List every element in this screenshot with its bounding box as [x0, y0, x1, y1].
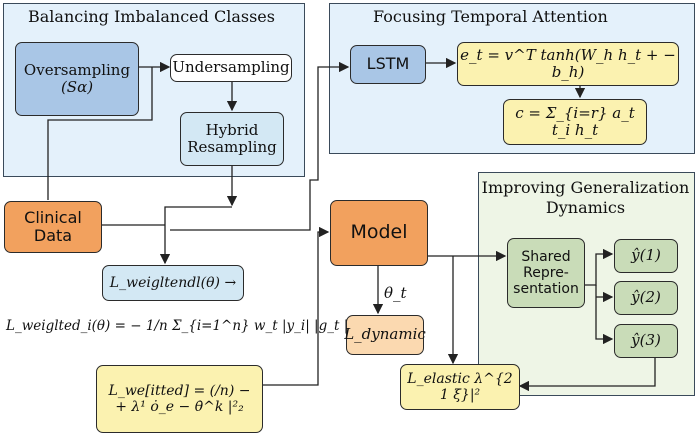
theta-label: θ_t	[384, 284, 407, 302]
elastic-loss-text: L_elastic λ^{2 1 ξ}|²	[407, 370, 513, 403]
output-1-node: ŷ(1)	[614, 239, 678, 273]
context-vector-text: c = Σ_{i=r} a_t t_i h_t	[515, 103, 635, 139]
oversampling-param: (Sα)	[60, 78, 94, 96]
oversampling-node: Oversampling (Sα)	[15, 42, 139, 116]
elastic-loss-node: L_elastic λ^{2 1 ξ}|²	[400, 364, 520, 410]
shared-representation-node: Shared Repre- sentation	[507, 238, 585, 308]
output-1-label: ŷ(1)	[631, 246, 661, 265]
balancing-panel-title: Balancing Imbalanced Classes	[28, 7, 275, 26]
lstm-node: LSTM	[350, 45, 426, 84]
output-3-label: ŷ(3)	[631, 331, 661, 350]
hybrid-label-line2: Resampling	[187, 138, 277, 156]
shared-label-line1: Shared	[521, 248, 571, 265]
clinical-label-line2: Data	[33, 226, 73, 245]
generalization-title-line2: Dynamics	[545, 198, 626, 217]
weighted-loss-formula: L_weiglted_i(θ) = − 1/n Σ_{i=1^n} w_t |y…	[6, 318, 406, 334]
weighted-param-line2: + λ¹ ȯ_e − θ̇^k |²₂	[115, 399, 244, 415]
model-label: Model	[350, 221, 408, 244]
hybrid-resampling-node: Hybrid Resampling	[180, 112, 284, 166]
clinical-data-node: Clinical Data	[4, 201, 102, 253]
oversampling-label: Oversampling	[23, 60, 131, 79]
output-2-node: ŷ(2)	[614, 281, 678, 315]
weighted-param-line1: L_we[itted] = (/n) −	[108, 382, 251, 399]
generalization-panel-title: Improving Generalization Dynamics	[478, 178, 693, 218]
generalization-title-line1: Improving Generalization	[481, 178, 690, 197]
weighted-loss-node: L_weigltendl(θ) →	[102, 265, 244, 301]
shared-label-line3: sentation	[513, 281, 579, 298]
dynamic-loss-text: L_dynamic	[344, 325, 426, 344]
undersampling-node: Undersampling	[170, 54, 292, 82]
hybrid-label-line1: Hybrid	[205, 120, 259, 139]
output-2-label: ŷ(2)	[631, 288, 661, 307]
weighted-param-node: L_we[itted] = (/n) − + λ¹ ȯ_e − θ̇^k |²₂	[96, 365, 263, 433]
lstm-label: LSTM	[366, 54, 410, 74]
attention-score-equation: e_t = v^T tanh(W_h h_t + − b_h)	[457, 42, 679, 86]
context-vector-equation: c = Σ_{i=r} a_t t_i h_t	[503, 99, 647, 145]
shared-label-line2: Repre-	[523, 264, 569, 281]
temporal-panel-title: Focusing Temporal Attention	[373, 7, 608, 26]
model-node: Model	[330, 200, 428, 266]
weighted-loss-text: L_weigltendl(θ) →	[109, 274, 237, 291]
undersampling-label: Undersampling	[172, 58, 290, 77]
output-3-node: ŷ(3)	[614, 324, 678, 358]
dynamic-loss-node: L_dynamic	[344, 315, 426, 355]
clinical-label-line1: Clinical	[24, 207, 82, 227]
attention-score-text: e_t = v^T tanh(W_h h_t + − b_h)	[460, 45, 676, 81]
